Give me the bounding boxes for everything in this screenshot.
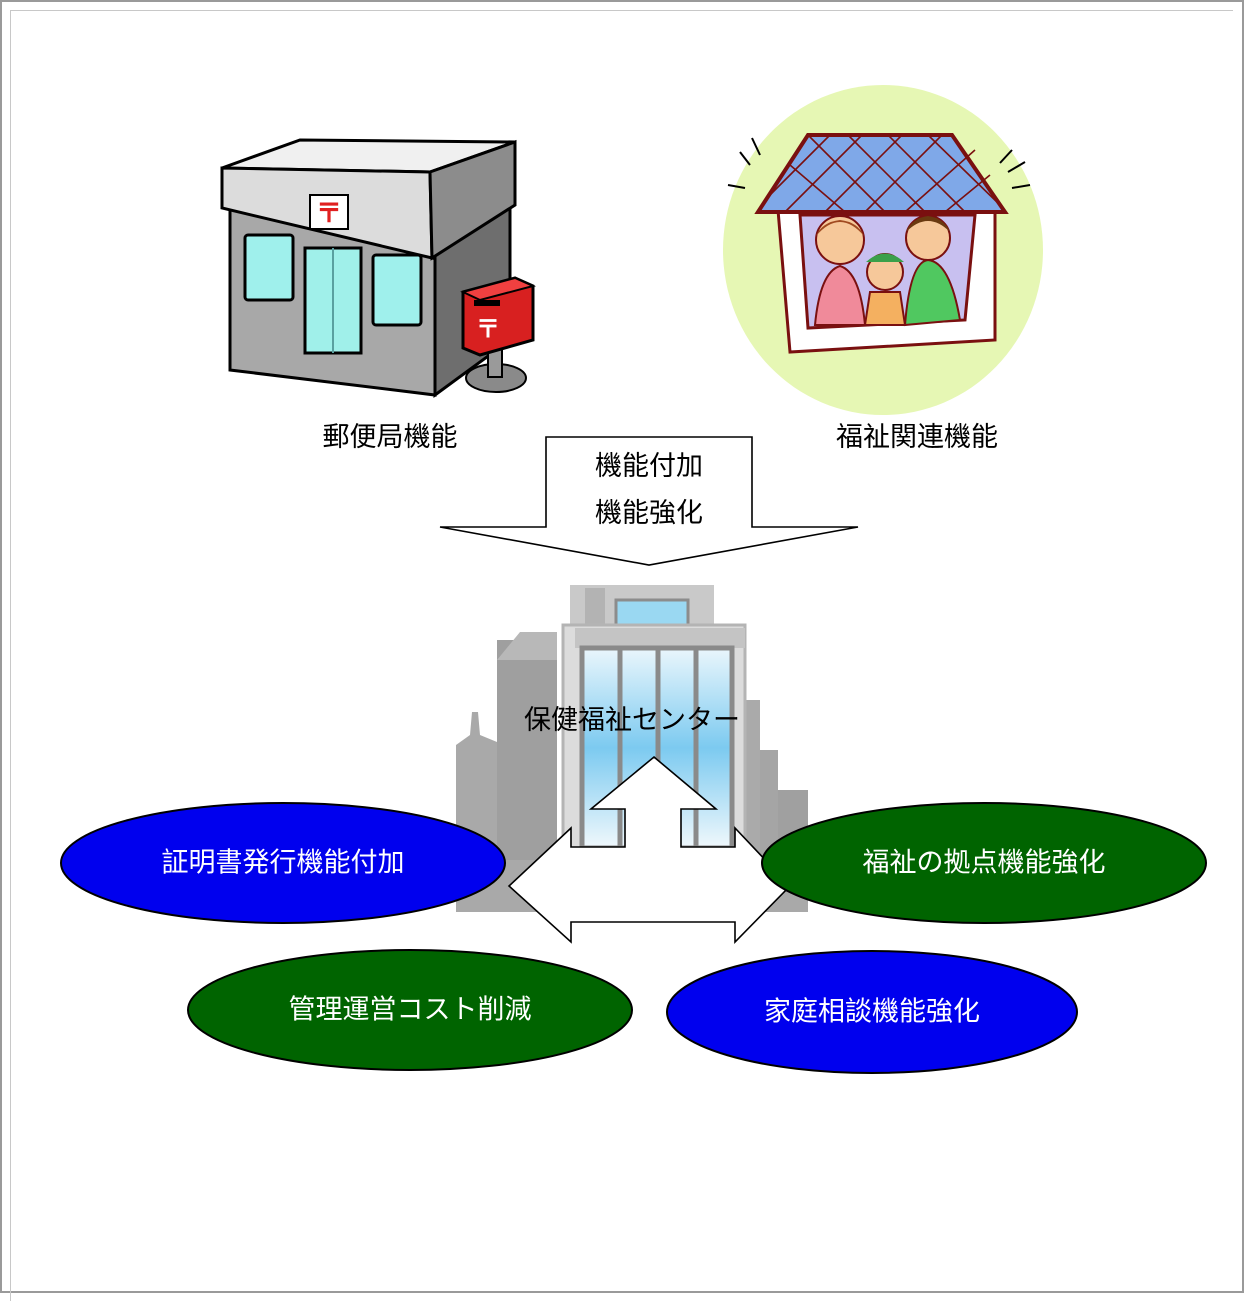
- family-house-icon: [723, 85, 1043, 415]
- label-center: 保健福祉センター: [524, 705, 740, 736]
- label-welfare: 福祉関連機能: [836, 422, 998, 453]
- oval-family-consult: [666, 950, 1078, 1074]
- arrow-label-strengthen: 機能強化: [595, 498, 703, 529]
- four-way-arrow: [507, 755, 792, 944]
- arrow-label-add: 機能付加: [595, 451, 703, 482]
- down-arrow: [439, 436, 859, 566]
- oval-welfare-hub: [761, 802, 1207, 924]
- oval-certificate: [60, 802, 506, 924]
- oval-text-family-consult: 家庭相談機能強化: [764, 996, 980, 1028]
- oval-text-certificate: 証明書発行機能付加: [161, 847, 405, 879]
- svg-text:〒: 〒: [316, 199, 342, 229]
- post-office-icon: 〒 〒: [220, 138, 537, 398]
- oval-cost-reduction: [187, 949, 633, 1071]
- label-post-office: 郵便局機能: [322, 422, 458, 453]
- svg-text:〒: 〒: [476, 315, 500, 343]
- oval-text-cost-reduction: 管理運営コスト削減: [288, 994, 532, 1026]
- diagram-inner-frame: [10, 10, 1233, 1301]
- oval-text-welfare-hub: 福祉の拠点機能強化: [862, 847, 1106, 879]
